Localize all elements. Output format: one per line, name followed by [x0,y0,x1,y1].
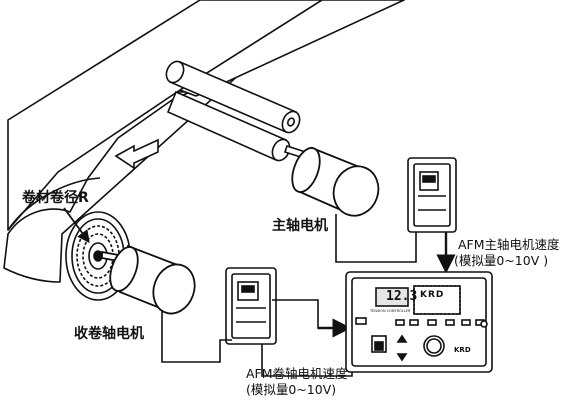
main-inverter [407,157,457,233]
signal-arrows [318,232,456,338]
material-web [3,0,405,283]
web-direction-arrow [114,138,159,170]
controller-panel-caption: TENSION CONTROLLER [370,309,411,313]
label-winding-radius: 卷材卷径R [22,190,89,206]
controller-display-value: 12.3 [386,289,418,304]
winder-inverter [225,267,277,345]
controller-bottom-logo: KRD [454,346,471,354]
main-motor [291,146,380,217]
label-afm-main-speed-line1: AFM主轴电机速度 [458,237,560,252]
wiring [161,214,447,377]
label-afm-main-speed-line2: (模拟量0~10V ) [454,253,549,268]
label-winder-motor: 收卷轴电机 [74,326,144,342]
label-afm-winder-speed-line2: (模拟量0~10V) [246,382,337,397]
tension-controller [345,271,493,373]
top-roller [165,60,301,134]
label-main-motor: 主轴电机 [272,218,328,234]
label-afm-winder-speed-line1: AFM卷轴电机速度 [246,366,348,381]
winder-motor [101,244,196,315]
controller-brand: KRD [420,290,445,300]
